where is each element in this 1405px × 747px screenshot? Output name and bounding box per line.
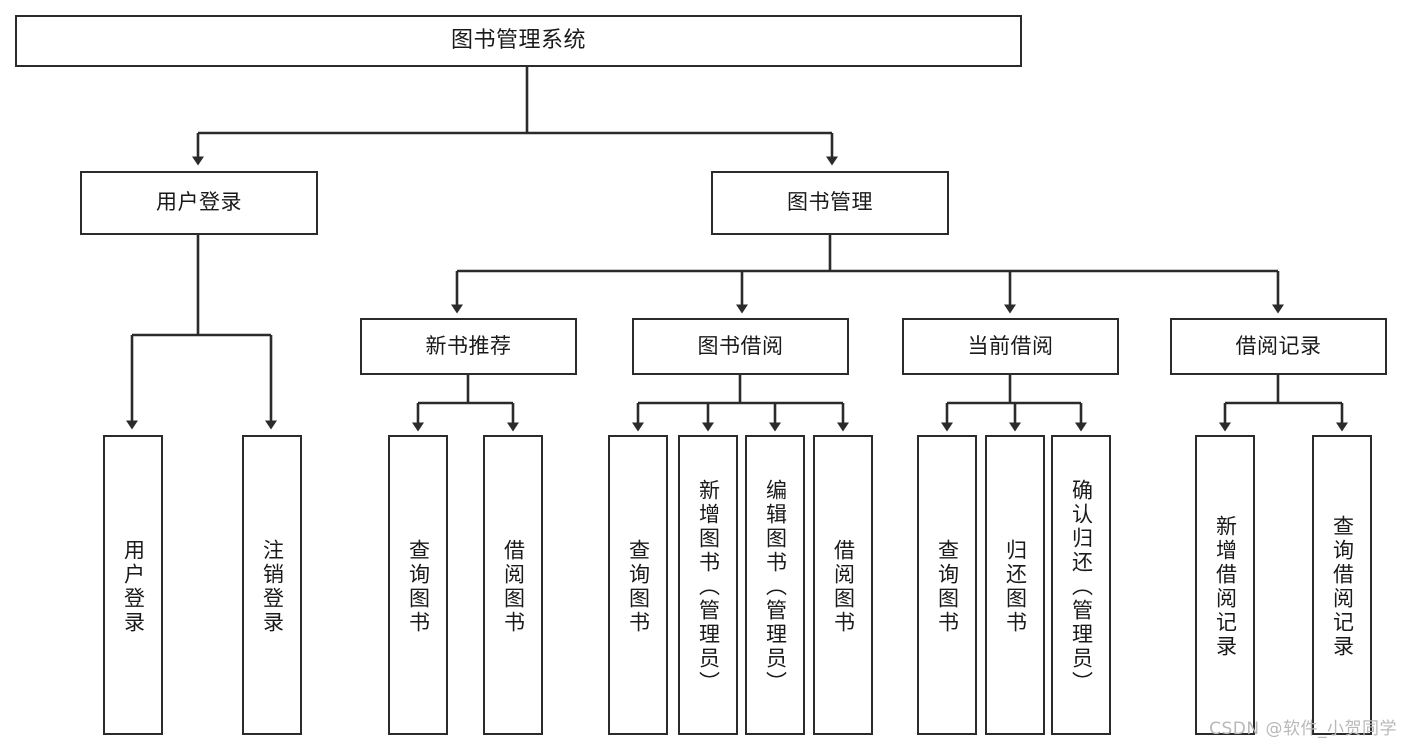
node-leaf-add-book[interactable]: 新增图书（管理员） — [678, 435, 738, 735]
node-leaf-borrow-book-1-label: 借阅图书 — [501, 539, 526, 635]
node-leaf-user-logout-label: 注销登录 — [260, 539, 285, 635]
node-leaf-add-record-label: 新增借阅记录 — [1213, 515, 1238, 659]
node-current-borrow[interactable]: 当前借阅 — [902, 318, 1119, 375]
node-leaf-borrow-book-2-label: 借阅图书 — [831, 539, 856, 635]
node-leaf-return-book-label: 归还图书 — [1003, 539, 1028, 635]
node-leaf-query-book-2-label: 查询图书 — [626, 539, 651, 635]
node-leaf-add-book-label: 新增图书（管理员） — [696, 479, 721, 695]
node-borrow-record-label: 借阅记录 — [1235, 333, 1322, 358]
node-leaf-query-book-3[interactable]: 查询图书 — [917, 435, 977, 735]
node-leaf-add-record[interactable]: 新增借阅记录 — [1195, 435, 1255, 735]
node-leaf-query-book-2[interactable]: 查询图书 — [608, 435, 668, 735]
node-book-borrow[interactable]: 图书借阅 — [632, 318, 849, 375]
node-leaf-user-login-label: 用户登录 — [121, 539, 146, 635]
node-book-manage-label: 图书管理 — [787, 190, 873, 215]
node-user-login[interactable]: 用户登录 — [80, 171, 318, 235]
node-leaf-user-logout[interactable]: 注销登录 — [242, 435, 302, 735]
node-leaf-confirm-return[interactable]: 确认归还（管理员） — [1051, 435, 1111, 735]
node-new-book-recommend[interactable]: 新书推荐 — [360, 318, 577, 375]
node-leaf-edit-book-label: 编辑图书（管理员） — [763, 479, 788, 695]
node-leaf-borrow-book-1[interactable]: 借阅图书 — [483, 435, 543, 735]
node-leaf-edit-book[interactable]: 编辑图书（管理员） — [745, 435, 805, 735]
node-user-login-label: 用户登录 — [156, 190, 242, 215]
node-leaf-query-record[interactable]: 查询借阅记录 — [1312, 435, 1372, 735]
node-root-label: 图书管理系统 — [450, 27, 586, 53]
node-leaf-borrow-book-2[interactable]: 借阅图书 — [813, 435, 873, 735]
node-book-manage[interactable]: 图书管理 — [711, 171, 949, 235]
node-root[interactable]: 图书管理系统 — [15, 15, 1022, 67]
node-new-book-recommend-label: 新书推荐 — [425, 333, 512, 358]
node-leaf-query-record-label: 查询借阅记录 — [1330, 515, 1355, 659]
node-current-borrow-label: 当前借阅 — [967, 333, 1054, 358]
node-leaf-user-login[interactable]: 用户登录 — [103, 435, 163, 735]
node-borrow-record[interactable]: 借阅记录 — [1170, 318, 1387, 375]
watermark-text: CSDN @软件_小贺同学 — [1209, 719, 1397, 739]
node-leaf-query-book-3-label: 查询图书 — [935, 539, 960, 635]
node-book-borrow-label: 图书借阅 — [697, 333, 784, 358]
node-leaf-query-book-1[interactable]: 查询图书 — [388, 435, 448, 735]
node-leaf-query-book-1-label: 查询图书 — [406, 539, 431, 635]
node-leaf-return-book[interactable]: 归还图书 — [985, 435, 1045, 735]
node-leaf-confirm-return-label: 确认归还（管理员） — [1069, 479, 1094, 695]
